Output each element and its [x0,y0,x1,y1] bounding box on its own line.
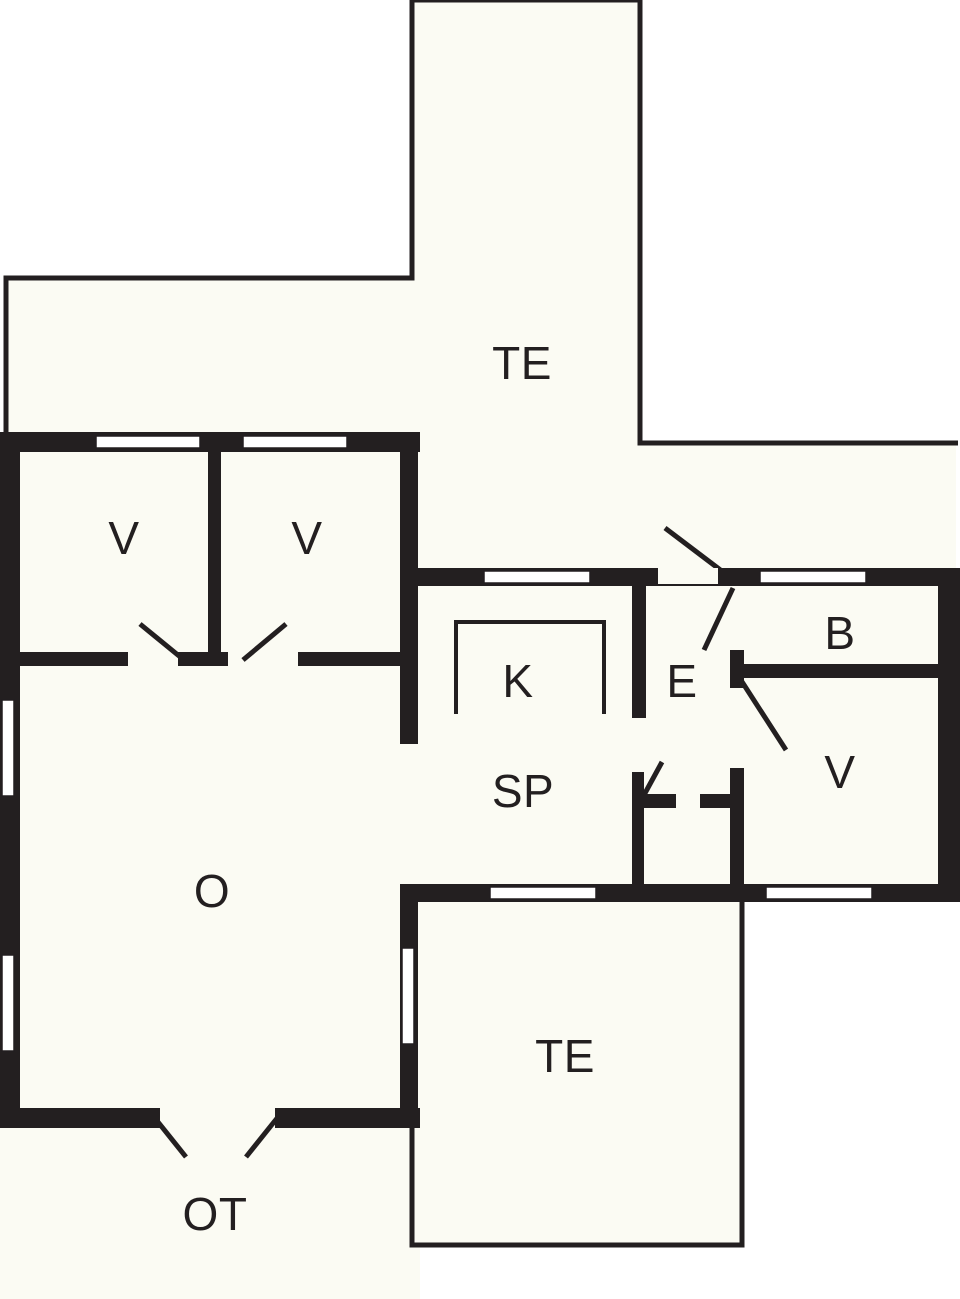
door-swing-v-right [241,622,288,662]
wall-north-left-block [0,432,420,452]
door-swing-bathroom [734,672,789,752]
wall-south-center-right [404,884,960,902]
window-v-east-south [765,886,873,900]
window-bath-north [759,570,867,584]
window-dining-south [489,886,597,900]
wall-v-to-o-right [298,652,406,666]
wall-west-upper [0,432,20,664]
door-swing-ot-right [244,1115,280,1159]
window-living-west-lower [1,954,15,1052]
wall-hall-east-lower [730,768,744,890]
jamb-dining-hall-left [644,794,676,808]
wall-partition-v-rooms [208,450,221,662]
window-terrace-bottom-west [401,947,415,1045]
wall-south-living [0,1108,160,1128]
room-label-terrace-top: TE [492,337,552,389]
room-label-v-east: V [824,746,855,798]
window-v-right-north [242,435,348,449]
window-living-west-upper [1,699,15,797]
floor-terrace-bottom [410,896,742,1245]
wall-center-west [400,568,416,744]
window-v-left-north [95,435,201,449]
wall-dining-east [632,772,644,892]
room-labels: TE V V K E B V SP O TE OT [108,337,855,1240]
wall-east-right-block [938,568,960,902]
floor-right-block [640,568,960,902]
floor-other-room [0,1108,420,1299]
door-swings [138,526,789,1159]
room-label-bathroom: B [824,607,855,659]
wall-v-to-o-jambA [178,652,228,666]
jamb-dining-hall-right [700,794,730,808]
wall-south-living-2 [275,1108,420,1128]
door-swing-v-left [138,622,186,662]
wall-bath-south [730,664,942,678]
room-label-living-room: O [194,865,230,917]
wall-kitchen-east [632,568,646,718]
room-label-terrace-bottom: TE [535,1030,595,1082]
room-label-v-left: V [108,512,139,564]
window-kitchen-north [483,570,591,584]
room-label-entrance-hall: E [666,655,697,707]
kitchen-counter-outline [454,620,606,714]
room-label-dining-area: SP [492,765,554,817]
windows [1,435,873,1052]
wall-hall-east-upper [730,650,744,688]
wall-v-to-o-left [18,652,128,666]
door-gap-entrance [658,568,718,584]
room-label-other-room: OT [183,1188,248,1240]
room-label-kitchen: K [502,655,533,707]
terrace-top-outline [3,0,958,446]
door-swing-hall-north [701,586,736,652]
floor-terrace-top [6,0,956,568]
room-label-v-right: V [291,512,322,564]
